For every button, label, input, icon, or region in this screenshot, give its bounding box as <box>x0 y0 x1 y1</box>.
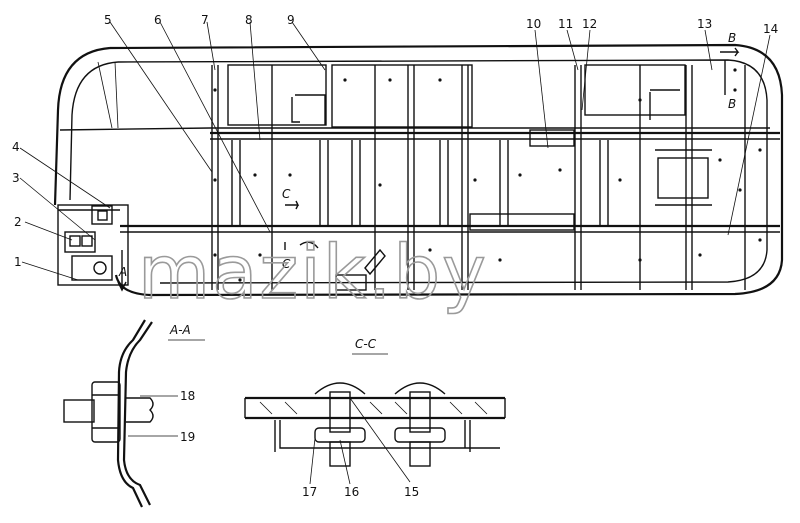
callout-5: 5 <box>104 13 112 27</box>
longitudinal-rails <box>120 131 780 233</box>
fastener-dots <box>213 68 762 282</box>
callout-16: 16 <box>344 485 359 499</box>
callout-18: 18 <box>180 389 195 403</box>
section-a-a-title: A-A <box>169 323 191 337</box>
callout-14: 14 <box>763 22 778 36</box>
cut-mark-c-top: C <box>282 187 291 201</box>
callout-labels: 1 2 3 4 5 6 7 8 9 10 11 12 13 14 <box>12 13 778 269</box>
leader-lines <box>19 21 771 281</box>
callout-7: 7 <box>201 13 209 27</box>
cut-mark-c-bottom: C <box>282 257 291 271</box>
callout-11: 11 <box>558 17 573 31</box>
floor-panels <box>227 64 712 291</box>
callout-9: 9 <box>287 13 295 27</box>
callout-8: 8 <box>245 13 253 27</box>
callout-2: 2 <box>14 215 22 229</box>
callout-19: 19 <box>180 430 195 444</box>
cut-mark-b-bottom: B <box>728 97 736 111</box>
cross-members <box>211 65 746 290</box>
cut-mark-b-top: B <box>728 31 736 45</box>
callout-12: 12 <box>582 17 597 31</box>
callout-17: 17 <box>302 485 317 499</box>
callout-13: 13 <box>697 17 712 31</box>
section-c-c-title: C-C <box>355 337 377 351</box>
bus-body-outline <box>53 43 784 297</box>
callout-3: 3 <box>12 171 20 185</box>
section-c-c-detail: C-C 17 16 15 <box>244 337 506 499</box>
front-control-block <box>57 204 129 292</box>
cut-mark-a: A <box>118 265 127 279</box>
callout-1: 1 <box>14 255 22 269</box>
callout-15: 15 <box>404 485 419 499</box>
callout-10: 10 <box>526 17 541 31</box>
section-a-a-detail: A-A 18 19 <box>63 319 205 508</box>
callout-4: 4 <box>12 140 20 154</box>
section-cut-marks: C C B B A <box>118 31 740 279</box>
watermark-text: mazik.by <box>138 230 488 316</box>
callout-6: 6 <box>154 13 162 27</box>
